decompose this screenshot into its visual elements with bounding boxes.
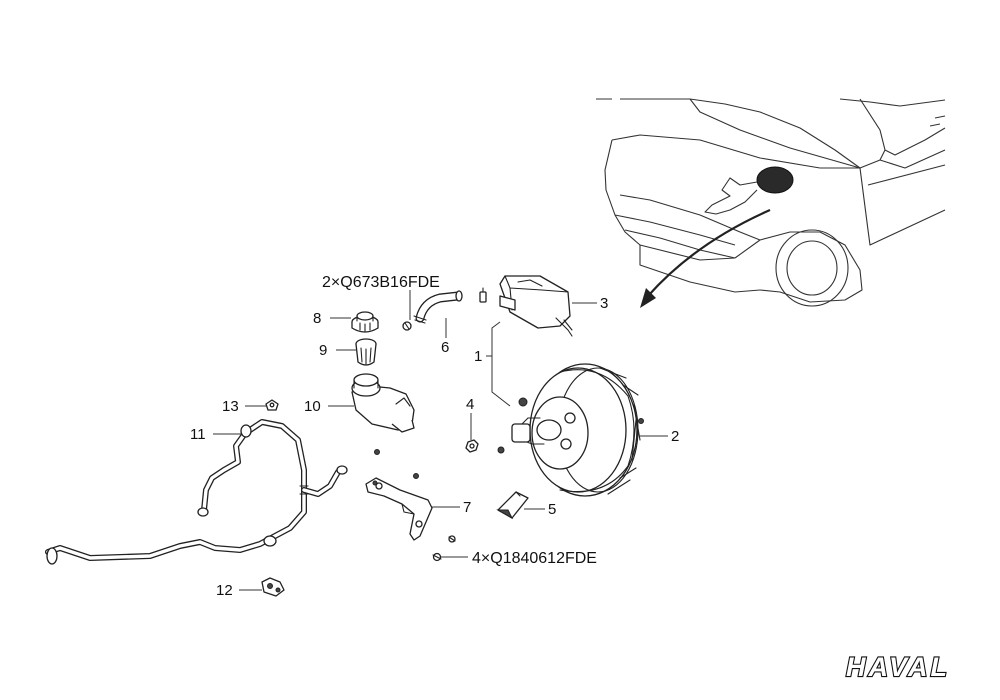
brake-booster <box>497 363 644 497</box>
leader-lines <box>213 290 668 591</box>
reservoir-strainer <box>355 338 377 366</box>
callout-11: 11 <box>190 426 206 443</box>
callout-9: 9 <box>319 342 327 359</box>
callout-3: 3 <box>600 295 608 312</box>
callout-1: 1 <box>474 348 482 365</box>
callout-labels: 1 2 3 4 5 6 7 8 9 10 11 12 13 2×Q673B16F… <box>190 274 679 599</box>
callout-8: 8 <box>313 310 321 327</box>
haval-logo: HAVAL <box>846 652 950 682</box>
callout-12: 12 <box>216 582 233 599</box>
location-arrow <box>647 208 771 297</box>
location-arrowhead <box>640 288 656 308</box>
bolts <box>432 535 456 562</box>
vacuum-hose <box>402 290 463 331</box>
reservoir-cap <box>351 311 379 333</box>
fastener-code-top: 2×Q673B16FDE <box>322 274 440 291</box>
grommet-clip <box>261 577 285 597</box>
callout-13: 13 <box>222 398 239 415</box>
nut <box>465 439 479 453</box>
vacuum-line <box>45 419 348 565</box>
callout-4: 4 <box>466 396 474 413</box>
callout-7: 7 <box>463 499 471 516</box>
brake-fluid-reservoir <box>351 373 415 455</box>
callout-10: 10 <box>304 398 321 415</box>
callout-5: 5 <box>548 501 556 518</box>
booster-location-highlight <box>756 166 794 194</box>
fastener-code-bottom: 4×Q1840612FDE <box>472 550 597 567</box>
vehicle-location-inset <box>596 98 946 308</box>
vacuum-unit <box>479 275 573 337</box>
callout-2: 2 <box>671 428 679 445</box>
booster-sensor <box>496 491 529 520</box>
mounting-bracket <box>365 473 433 541</box>
line-clip <box>265 399 279 411</box>
callout-6: 6 <box>441 339 449 356</box>
